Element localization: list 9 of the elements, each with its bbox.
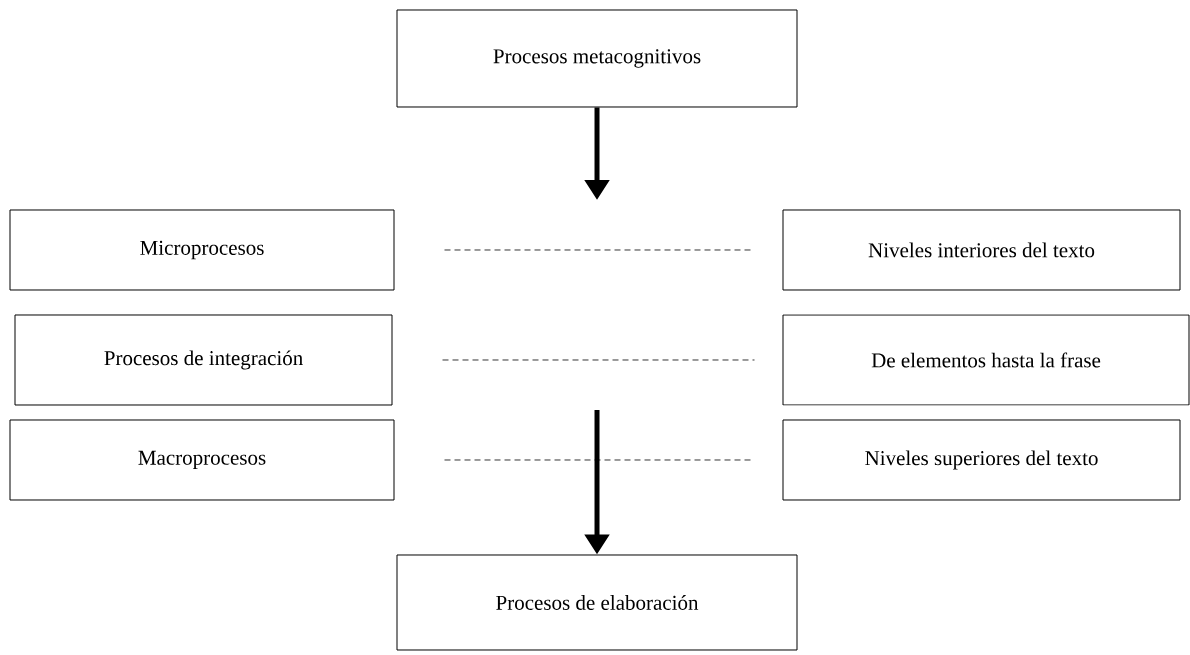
process-box: Niveles superiores del texto xyxy=(782,419,1181,501)
process-box: Niveles interiores del texto xyxy=(782,209,1181,291)
process-box: Procesos de integración xyxy=(14,314,393,406)
process-box: Microprocesos xyxy=(9,209,395,291)
process-box: Procesos de elaboración xyxy=(396,554,798,651)
process-box: Macroprocesos xyxy=(9,419,395,501)
dashed-line xyxy=(442,359,755,361)
process-box: De elementos hasta la frase xyxy=(782,314,1190,406)
process-box: Procesos metacognitivos xyxy=(396,9,798,108)
